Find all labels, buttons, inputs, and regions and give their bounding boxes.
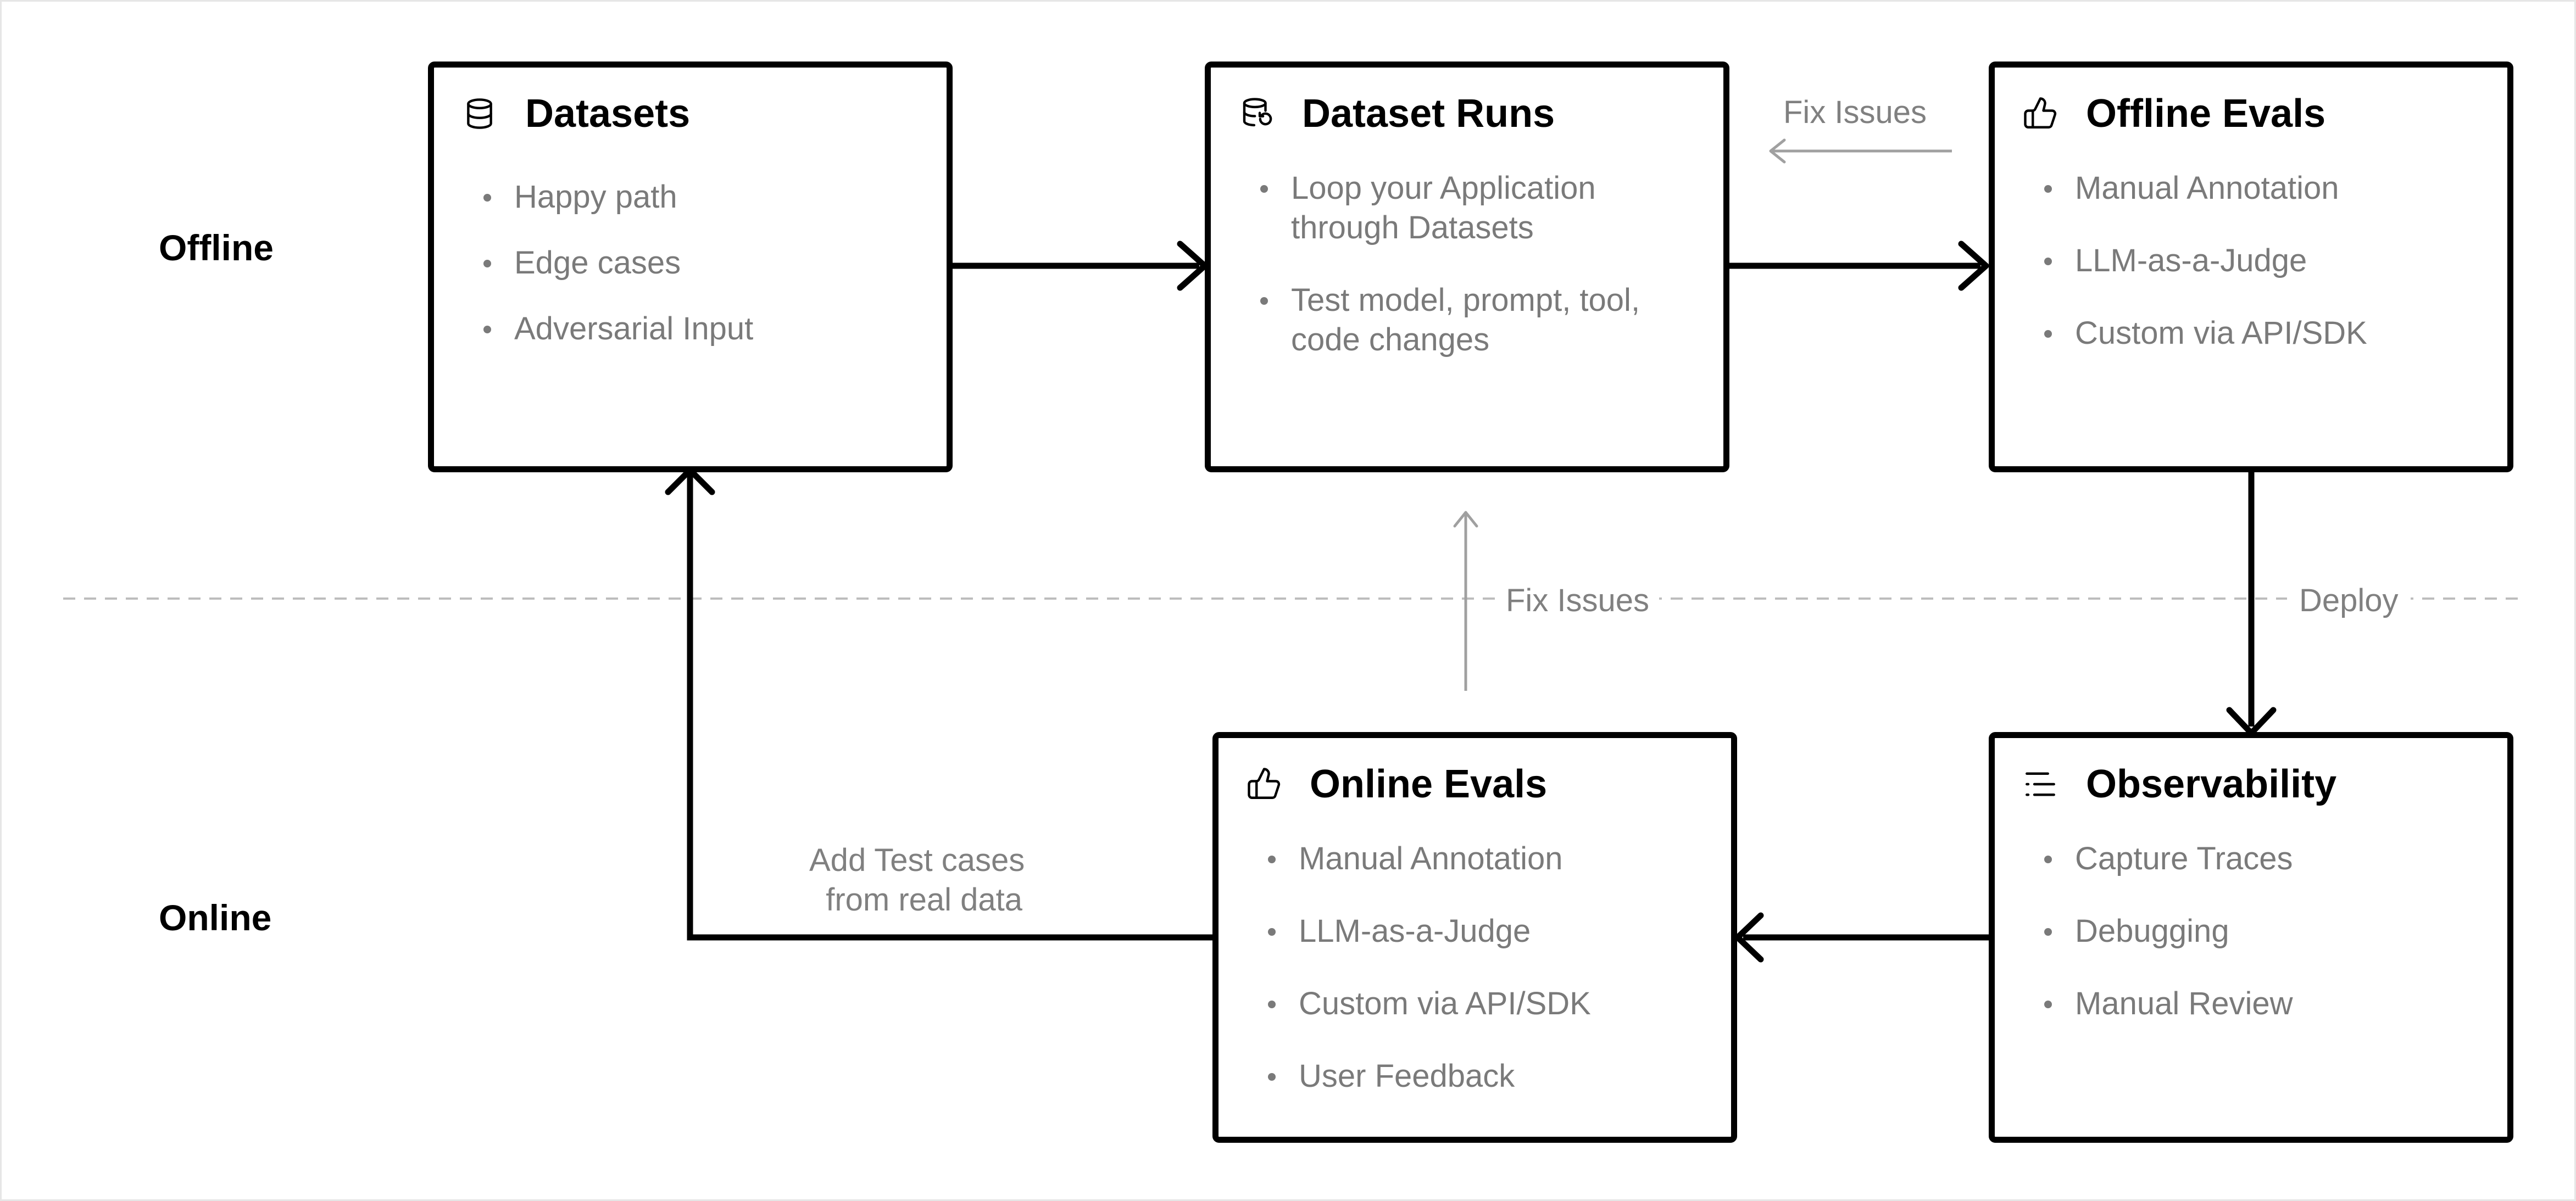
observability-box: Observability Capture Traces Debugging M… bbox=[1989, 732, 2513, 1143]
observability-title: Observability bbox=[2086, 762, 2337, 806]
datasets-list: Happy path Edge cases Adversarial Input bbox=[472, 177, 753, 349]
list-item: User Feedback bbox=[1268, 1057, 1591, 1096]
offline-evals-title: Offline Evals bbox=[2086, 92, 2326, 136]
datasets-box: Datasets Happy path Edge cases Adversari… bbox=[428, 62, 953, 472]
list-item-line: code changes bbox=[1291, 322, 1490, 357]
list-item: Custom via API/SDK bbox=[1268, 984, 1591, 1024]
dataset-runs-box: Dataset Runs Loop your Application throu… bbox=[1205, 62, 1729, 472]
datasets-header: Datasets bbox=[461, 94, 690, 133]
datasets-title: Datasets bbox=[525, 92, 691, 136]
dataset-runs-title: Dataset Runs bbox=[1302, 92, 1555, 136]
online-evals-box: Online Evals Manual Annotation LLM-as-a-… bbox=[1212, 732, 1737, 1143]
list-item: Adversarial Input bbox=[483, 309, 753, 349]
arrow-runs-to-offline-evals bbox=[1729, 241, 1989, 291]
list-item-line: through Datasets bbox=[1291, 210, 1534, 245]
dataset-runs-header: Dataset Runs bbox=[1238, 94, 1555, 133]
edge-label-add-test-cases-line1: Add Test cases bbox=[809, 842, 1025, 878]
list-item-line: Loop your Application bbox=[1291, 170, 1596, 206]
edge-label-add-test-cases-line2: from real data bbox=[826, 882, 1023, 918]
arrow-fix-issues-mid bbox=[1453, 511, 1478, 691]
edge-label-fix-issues-top: Fix Issues bbox=[1783, 93, 1927, 132]
offline-evals-box: Offline Evals Manual Annotation LLM-as-a… bbox=[1989, 62, 2513, 472]
database-icon bbox=[461, 96, 498, 132]
arrow-fix-issues-top bbox=[1769, 138, 1952, 164]
list-indent-icon bbox=[2022, 766, 2058, 802]
dataset-runs-list: Loop your Application through Datasets T… bbox=[1249, 169, 1640, 360]
thumbs-up-icon bbox=[2022, 96, 2058, 132]
list-item: Capture Traces bbox=[2044, 839, 2293, 879]
arrow-deploy bbox=[2226, 468, 2277, 736]
observability-list: Capture Traces Debugging Manual Review bbox=[2033, 839, 2293, 1024]
list-item: LLM-as-a-Judge bbox=[2044, 241, 2367, 281]
offline-evals-list: Manual Annotation LLM-as-a-Judge Custom … bbox=[2033, 169, 2367, 353]
online-evals-list: Manual Annotation LLM-as-a-Judge Custom … bbox=[1257, 839, 1591, 1096]
offline-evals-header: Offline Evals bbox=[2022, 94, 2325, 133]
row-label-online: Online bbox=[159, 897, 272, 938]
edge-label-deploy: Deploy bbox=[2287, 581, 2411, 621]
arrow-observability-to-online-evals bbox=[1734, 912, 1993, 963]
list-item: Loop your Application through Datasets bbox=[1260, 169, 1640, 248]
list-item: Manual Annotation bbox=[2044, 169, 2367, 208]
list-item: LLM-as-a-Judge bbox=[1268, 912, 1591, 951]
row-label-offline: Offline bbox=[159, 227, 274, 268]
database-refresh-icon bbox=[1238, 96, 1275, 132]
list-item: Custom via API/SDK bbox=[2044, 314, 2367, 353]
list-item: Manual Annotation bbox=[1268, 839, 1591, 879]
list-item-line: Test model, prompt, tool, bbox=[1291, 282, 1640, 318]
edge-label-add-test-cases: Add Test cases from real data bbox=[809, 841, 1025, 920]
online-evals-title: Online Evals bbox=[1310, 762, 1548, 806]
thumbs-up-icon bbox=[1246, 766, 1282, 802]
arrow-datasets-to-runs bbox=[952, 241, 1208, 291]
list-item: Happy path bbox=[483, 177, 753, 217]
edge-label-fix-issues-mid: Fix Issues bbox=[1496, 581, 1660, 621]
list-item: Debugging bbox=[2044, 912, 2293, 951]
online-evals-header: Online Evals bbox=[1246, 764, 1547, 804]
list-item: Edge cases bbox=[483, 243, 753, 283]
observability-header: Observability bbox=[2022, 764, 2336, 804]
list-item: Test model, prompt, tool, code changes bbox=[1260, 281, 1640, 360]
list-item: Manual Review bbox=[2044, 984, 2293, 1024]
